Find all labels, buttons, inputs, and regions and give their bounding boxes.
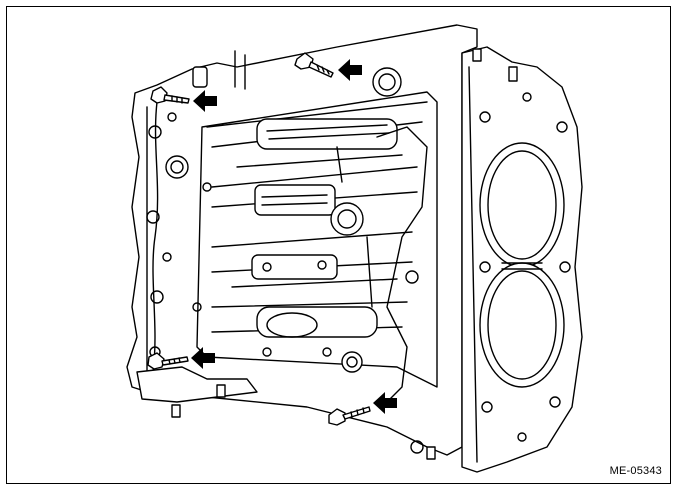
arrow-left-icon bbox=[373, 392, 397, 414]
bolt-bottom-left bbox=[147, 352, 189, 370]
arrow-left-icon bbox=[338, 59, 362, 81]
bolt-bottom-right bbox=[328, 406, 371, 426]
arrow-left-icon bbox=[191, 347, 215, 369]
bolt-top-left bbox=[150, 86, 190, 104]
crankcase-interior bbox=[192, 91, 438, 388]
arrow-left-icon bbox=[193, 90, 217, 112]
right-block-half bbox=[426, 46, 583, 473]
front-webbing bbox=[136, 50, 428, 454]
figure-frame: ME-05343 bbox=[6, 6, 671, 484]
cylinder-bore-lower bbox=[479, 262, 565, 388]
cylinder-bore-upper bbox=[479, 142, 565, 268]
cylinder-block-drawing bbox=[126, 24, 583, 473]
bolt-top-center bbox=[294, 52, 334, 78]
figure-code: ME-05343 bbox=[609, 465, 662, 477]
